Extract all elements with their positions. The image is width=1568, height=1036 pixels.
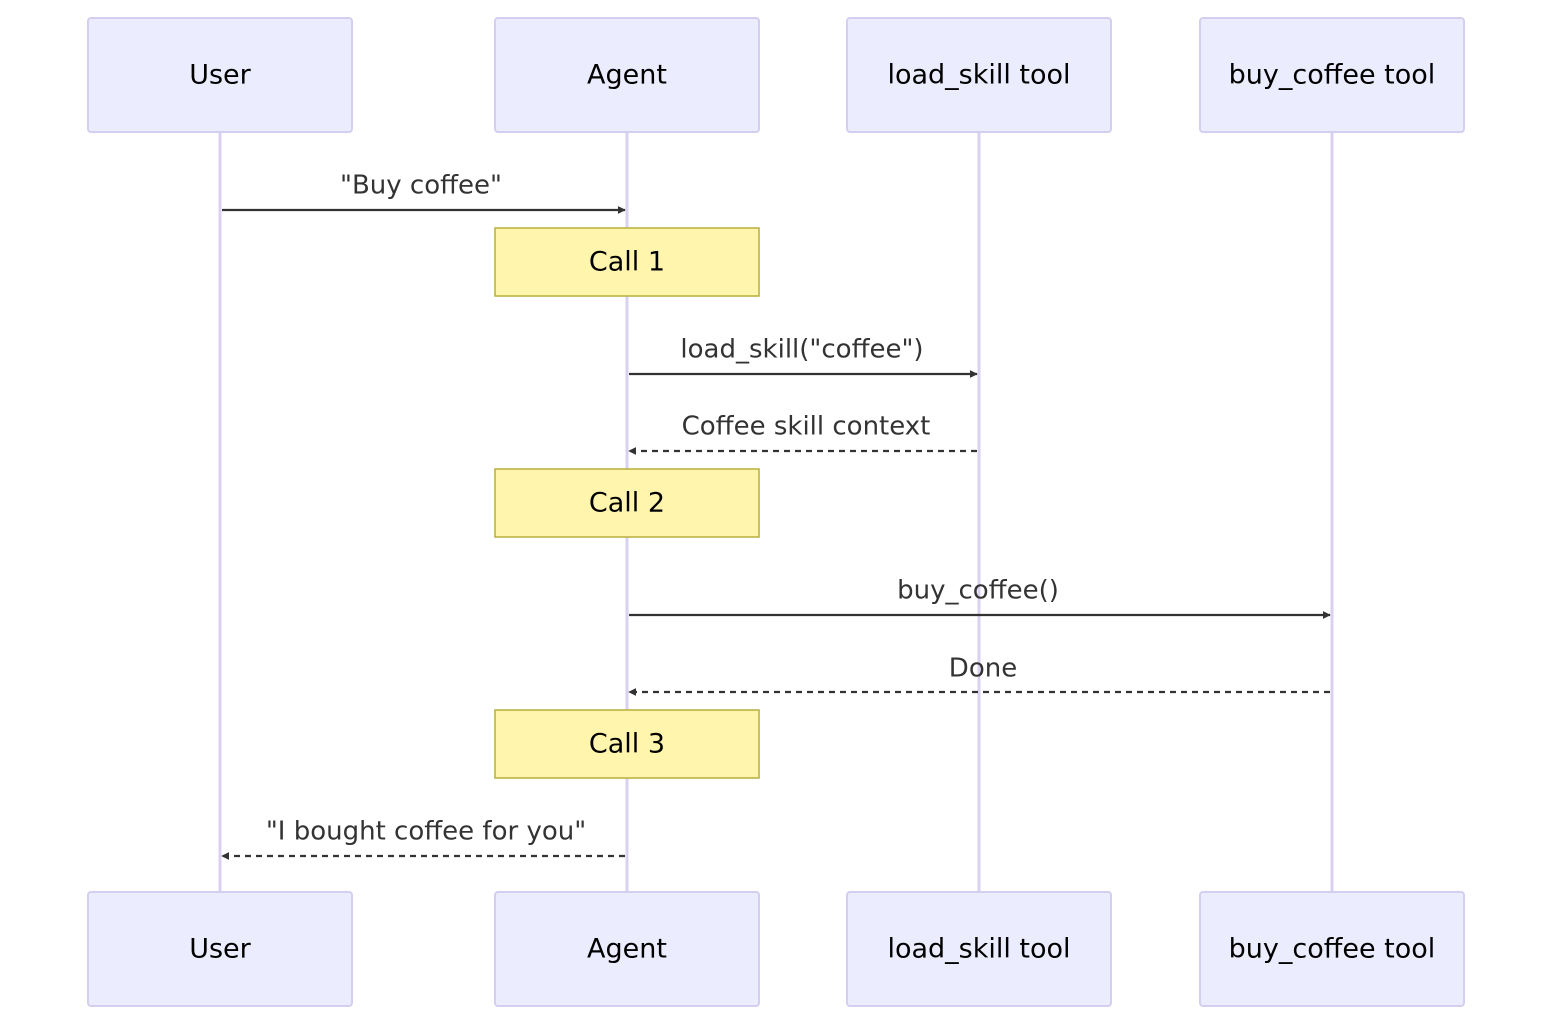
note-call-3[interactable]: Call 3 xyxy=(494,709,760,779)
participant-agent-top[interactable]: Agent xyxy=(494,17,760,133)
participant-buy-coffee-tool-top[interactable]: buy_coffee tool xyxy=(1199,17,1465,133)
participant-user-top[interactable]: User xyxy=(87,17,353,133)
message-done[interactable]: Done xyxy=(628,654,1330,696)
lifelines xyxy=(218,132,1334,892)
participant-buy-coffee-tool-bottom[interactable]: buy_coffee tool xyxy=(1199,891,1465,1007)
message-label: Done xyxy=(949,654,1017,684)
note-label: Call 2 xyxy=(589,488,665,519)
note-label: Call 3 xyxy=(589,729,665,760)
participant-user-bottom[interactable]: User xyxy=(87,891,353,1007)
participant-label: load_skill tool xyxy=(887,934,1070,965)
participants-top: User Agent load_skill tool buy_coffee to… xyxy=(87,17,1465,133)
note-call-2[interactable]: Call 2 xyxy=(494,468,760,538)
message-bought-coffee-reply[interactable]: "I bought coffee for you" xyxy=(221,817,625,860)
participant-label: Agent xyxy=(587,934,667,965)
message-load-skill-call[interactable]: load_skill("coffee") xyxy=(629,335,978,378)
participant-label: User xyxy=(189,934,251,965)
message-label: Coffee skill context xyxy=(682,412,931,442)
participant-label: load_skill tool xyxy=(887,60,1070,91)
note-call-1[interactable]: Call 1 xyxy=(494,227,760,297)
participant-load-skill-tool-bottom[interactable]: load_skill tool xyxy=(846,891,1112,1007)
message-coffee-skill-context[interactable]: Coffee skill context xyxy=(628,412,977,455)
participant-load-skill-tool-top[interactable]: load_skill tool xyxy=(846,17,1112,133)
participant-label: User xyxy=(189,60,251,91)
message-label: buy_coffee() xyxy=(897,576,1059,606)
message-label: "I bought coffee for you" xyxy=(266,817,586,847)
participant-label: buy_coffee tool xyxy=(1229,934,1436,965)
participant-label: buy_coffee tool xyxy=(1229,60,1436,91)
message-label: load_skill("coffee") xyxy=(680,335,923,365)
participant-agent-bottom[interactable]: Agent xyxy=(494,891,760,1007)
message-label: "Buy coffee" xyxy=(340,171,502,201)
participants-bottom: User Agent load_skill tool buy_coffee to… xyxy=(87,891,1465,1007)
message-buy-coffee-call[interactable]: buy_coffee() xyxy=(629,576,1331,619)
note-label: Call 1 xyxy=(589,247,665,278)
participant-label: Agent xyxy=(587,60,667,91)
message-buy-coffee-request[interactable]: "Buy coffee" xyxy=(222,171,626,214)
